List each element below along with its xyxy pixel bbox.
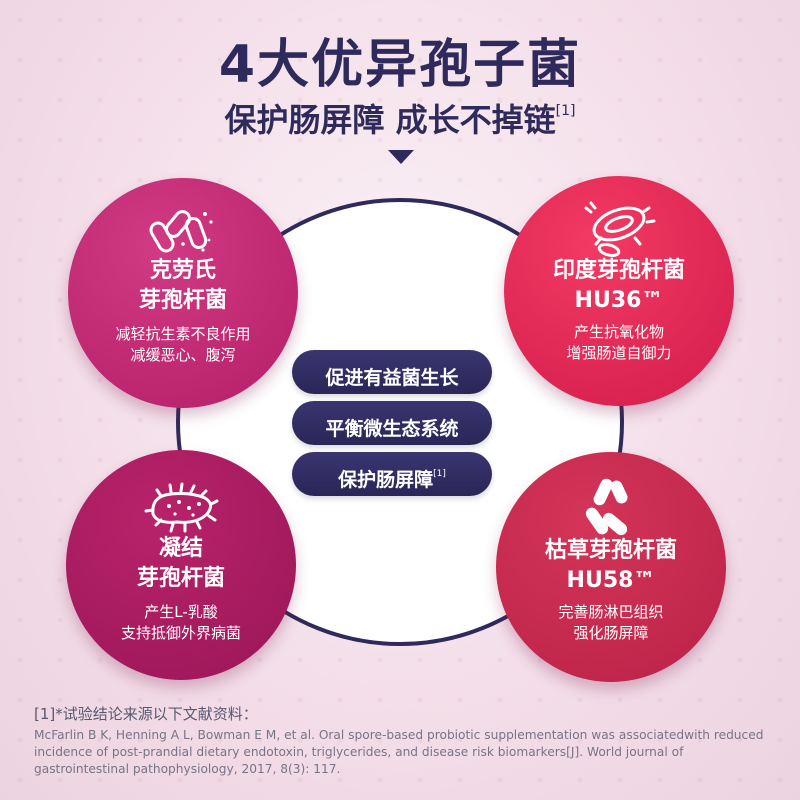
strain-desc-line1: 产生抗氧化物 [573,323,664,341]
subtitle-text: 保护肠屏障 成长不掉链 [224,101,556,139]
strain-name-line2: HU58™ [566,568,656,593]
strain-desc-line2: 减缓恶心、腹泻 [130,346,236,364]
strain-desc-line1: 产生L-乳酸 [144,603,218,621]
benefit-pill-2: 平衡微生态系统 [292,401,492,445]
strain-card-indicus: 印度芽孢杆菌 HU36™ 产生抗氧化物 增强肠道自御力 [504,176,734,406]
strain-desc-line1: 完善肠淋巴组织 [558,603,664,621]
footnote-reference: McFarlin B K, Henning A L, Bowman E M, e… [34,728,764,776]
bacteria-chain-icon [149,210,213,253]
rod-bacteria-icon [585,478,628,536]
footnote-title: [1]*试验结论来源以下文献资料： [34,705,258,723]
strain-desc-line2: 强化肠屏障 [573,624,649,642]
down-arrow-icon [388,150,414,164]
page-title: 4大优异孢子菌 [218,35,582,95]
strain-desc-line2: 支持抵御外界病菌 [120,624,241,642]
spiky-bacterium-icon [144,482,219,533]
strain-desc-line1: 减轻抗生素不良作用 [115,325,251,343]
strain-card-clausii: 克劳氏 芽孢杆菌 减轻抗生素不良作用 减缓恶心、腹泻 [68,178,298,408]
strain-card-subtilis: 枯草芽孢杆菌 HU58™ 完善肠淋巴组织 强化肠屏障 [496,452,726,682]
strain-card-coagulans: 凝结 芽孢杆菌 产生L-乳酸 支持抵御外界病菌 [66,450,296,680]
strain-name-line1: 凝结 [158,536,203,561]
strain-desc-line2: 增强肠道自御力 [566,344,672,362]
strain-name-line2: 芽孢杆菌 [136,566,225,591]
subtitle-reference: [1] [555,103,576,119]
strain-name-line1: 枯草芽孢杆菌 [544,538,677,563]
strain-name-line2: HU36™ [574,288,664,313]
strain-name-line2: 芽孢杆菌 [138,288,227,313]
strain-name-line1: 克劳氏 [149,258,216,283]
strain-name-line1: 印度芽孢杆菌 [552,258,685,283]
oval-bacterium-icon [584,201,656,257]
page-subtitle: 保护肠屏障 成长不掉链[1] [0,95,800,141]
benefit-pill-3: 保护肠屏障[1] [292,452,492,496]
benefit-pill-1: 促进有益菌生长 [292,350,492,394]
